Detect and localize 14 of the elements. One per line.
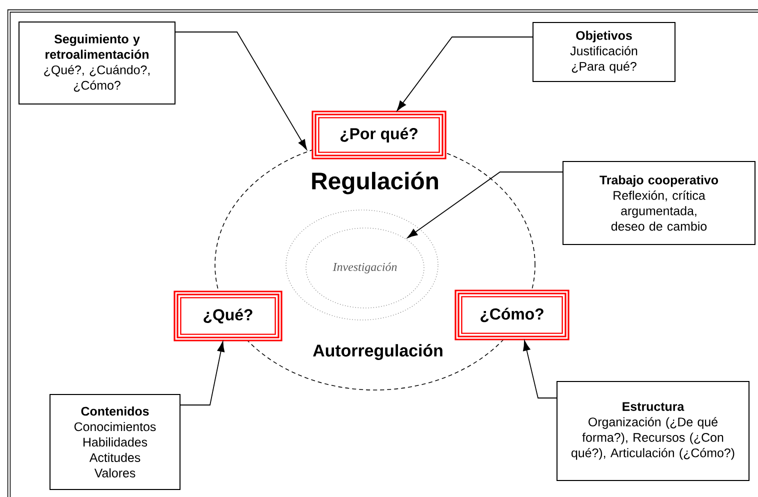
- text-box: Trabajo cooperativo Reflexión, crítica argumentada, deseo de cambio: [562, 161, 756, 245]
- ellipse: [286, 210, 438, 320]
- arrow: [396, 36, 533, 111]
- arrow: [407, 172, 563, 238]
- arrow: [180, 341, 225, 406]
- arrow: [523, 340, 557, 398]
- text-box: Contenidos Conocimientos Habilidades Actitudes Valores: [50, 394, 180, 490]
- arrow: [175, 32, 307, 150]
- text-box: Seguimiento y retroalimentación ¿Qué?, ¿Cuándo?, ¿Cómo?: [18, 22, 176, 104]
- question-box: ¿Por qué?: [312, 110, 446, 160]
- text-box: Estructura Organización (¿De qué forma?), Recursos (¿Con qué?), Articulación (¿Cómo?): [556, 381, 750, 481]
- text-box: Objetivos Justificación ¿Para qué?: [532, 22, 676, 82]
- question-box: ¿Qué?: [174, 290, 282, 342]
- question-box: ¿Cómo?: [454, 290, 570, 340]
